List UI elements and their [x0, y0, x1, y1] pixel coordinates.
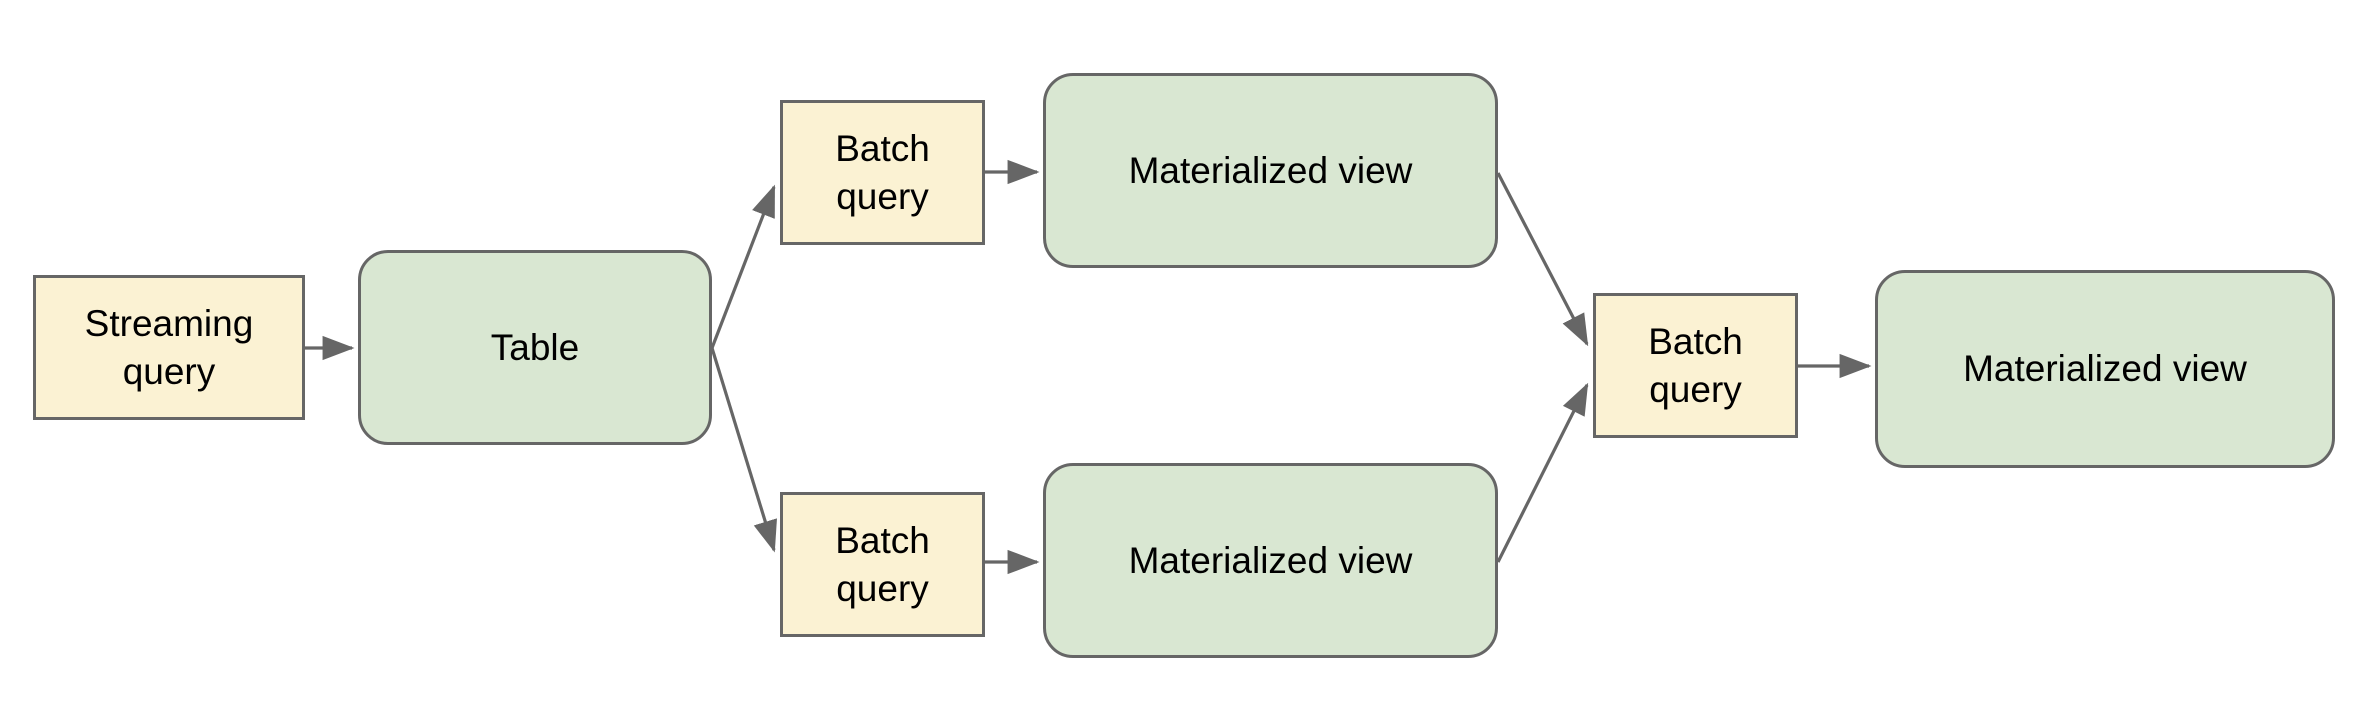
node-materialized-view-bottom-label: Materialized view	[1128, 539, 1413, 581]
node-batch-query-bottom-label: Batch query	[835, 520, 930, 609]
node-batch-query-join[interactable]: Batch query	[1593, 293, 1798, 438]
node-materialized-view-final-label: Materialized view	[1963, 348, 2247, 390]
node-materialized-view-top[interactable]: Materialized view	[1043, 73, 1498, 268]
node-table-label: Table	[490, 326, 580, 368]
edge-table-to-batch-query-bottom	[710, 347, 777, 553]
node-table[interactable]: Table	[358, 250, 712, 445]
node-batch-query-bottom[interactable]: Batch query	[780, 492, 985, 637]
node-streaming-query-label: Streaming query	[84, 303, 254, 392]
node-materialized-view-top-label: Materialized view	[1128, 149, 1413, 191]
edge-materialized-view-top-to-batch-query-join	[1496, 172, 1589, 347]
node-batch-query-top[interactable]: Batch query	[780, 100, 985, 245]
edge-table-to-batch-query-top	[710, 184, 776, 349]
node-streaming-query[interactable]: Streaming query	[33, 275, 305, 420]
edge-materialized-view-bottom-to-batch-query-join	[1496, 382, 1589, 563]
node-batch-query-join-label: Batch query	[1648, 321, 1743, 410]
node-batch-query-top-label: Batch query	[835, 128, 930, 217]
node-materialized-view-final[interactable]: Materialized view	[1875, 270, 2335, 468]
node-materialized-view-bottom[interactable]: Materialized view	[1043, 463, 1498, 658]
